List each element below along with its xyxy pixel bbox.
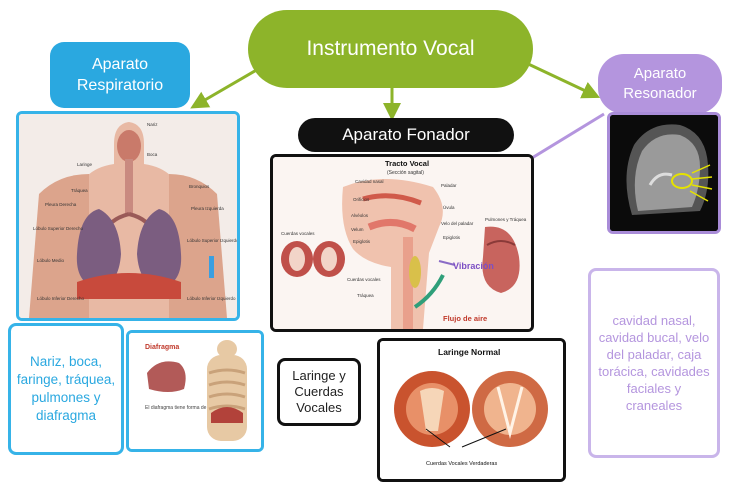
svg-text:Cuerdas vocales: Cuerdas vocales [347,277,381,282]
svg-text:Lóbulo Superior Derecho: Lóbulo Superior Derecho [33,226,84,231]
svg-text:Lóbulo Inferior Izquierdo: Lóbulo Inferior Izquierdo [187,296,236,301]
larynx-image: Laringe Normal Cuerdas Vocales Verdadera… [377,338,566,482]
head-scan-image [607,112,721,234]
vocal-tract-image: Tracto Vocal (Sección sagital) Cavidad n… [270,154,534,332]
svg-text:Lóbulo Superior Izquierdo: Lóbulo Superior Izquierdo [187,238,237,243]
svg-text:Pleura Derecha: Pleura Derecha [45,202,77,207]
diafragma-title: Diafragma [145,344,179,351]
svg-text:Alvéolos: Alvéolos [351,213,369,218]
laringe-normal-title: Laringe Normal [438,347,500,357]
svg-text:Úvula: Úvula [443,204,455,210]
svg-text:Orificios: Orificios [353,197,370,202]
svg-text:Epiglotis: Epiglotis [443,235,461,240]
svg-text:Tráquea: Tráquea [71,188,88,193]
svg-text:Tráquea: Tráquea [357,293,374,298]
resonador-node: Aparato Resonador [598,54,722,114]
svg-text:Pulmones y Tráquea: Pulmones y Tráquea [485,217,527,222]
svg-text:Lóbulo Medio: Lóbulo Medio [37,258,65,263]
respiratorio-items: Nariz, boca, faringe, tráquea, pulmones … [8,323,124,455]
root-node: Instrumento Vocal [248,10,533,88]
svg-text:Cuerdas vocales: Cuerdas vocales [281,231,315,236]
flujo-label: Flujo de aire [443,314,487,323]
tracto-vocal-subtitle: (Sección sagital) [387,170,424,176]
svg-text:Velo del paladar: Velo del paladar [441,221,474,226]
svg-text:Bronquios: Bronquios [189,184,210,189]
svg-text:Nariz: Nariz [147,122,158,127]
svg-text:Velum: Velum [351,227,364,232]
svg-text:Paladar: Paladar [441,183,457,188]
resonador-items: cavidad nasal, cavidad bucal, velo del p… [588,268,720,458]
arrow-to-resonador [524,62,592,94]
svg-text:Laringe: Laringe [77,162,93,167]
svg-text:Boca: Boca [147,152,158,157]
fonador-node: Aparato Fonador [298,118,514,152]
tracto-vocal-title: Tracto Vocal [385,159,429,168]
svg-text:Lóbulo Inferior Derecho: Lóbulo Inferior Derecho [37,296,85,301]
svg-text:Pleura Izquierda: Pleura Izquierda [191,206,224,211]
cuerdas-verdaderas-caption: Cuerdas Vocales Verdaderas [426,461,497,467]
respiratory-system-image: Nariz Boca Laringe Tráquea Bronquios Ple… [16,111,240,321]
diaphragm-image: Diafragma El diafragma tiene forma de pa… [126,330,264,452]
laringe-cuerdas-label: Laringe y Cuerdas Vocales [277,358,361,426]
svg-text:Epiglotis: Epiglotis [353,239,371,244]
vibracion-label: Vibración [453,261,494,271]
arrow-to-respiratorio [198,68,260,104]
respiratorio-node: Aparato Respiratorio [50,42,190,108]
svg-text:Cavidad nasal: Cavidad nasal [355,179,384,184]
